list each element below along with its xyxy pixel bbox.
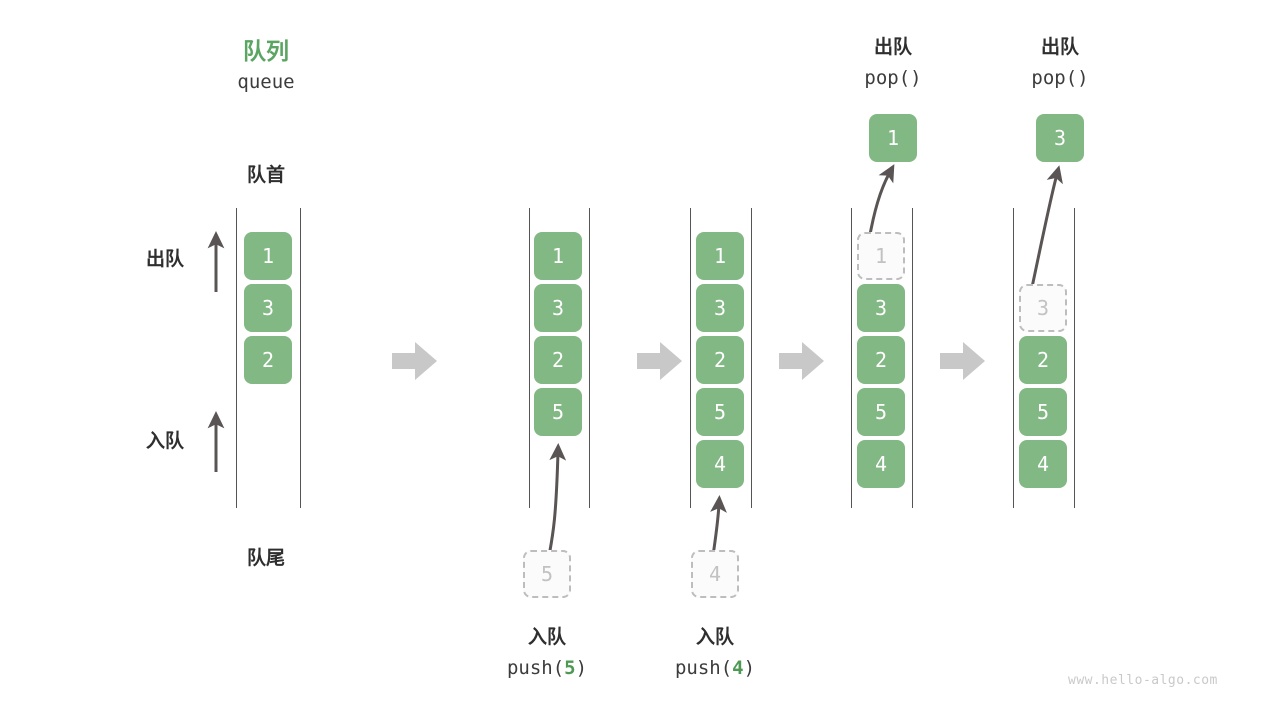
rail-left — [1013, 208, 1014, 508]
push-4-arrow — [710, 495, 727, 557]
rail-left — [236, 208, 237, 508]
tail-label: 队尾 — [246, 548, 285, 569]
page-title-cn: 队列 — [243, 38, 289, 64]
op-code-prefix: push( — [674, 657, 733, 679]
push-5-arrow — [547, 443, 567, 557]
rail-right — [912, 208, 913, 508]
rail-left — [529, 208, 530, 508]
queue-cell: 5 — [534, 388, 582, 436]
operation-label-code: push(4) — [651, 657, 779, 679]
queue-cell: 5 — [696, 388, 744, 436]
queue-cell: 2 — [857, 336, 905, 384]
queue-cell: 2 — [1019, 336, 1067, 384]
op-code-prefix: push( — [506, 657, 565, 679]
op-code-suffix: ) — [743, 657, 756, 679]
enqueue-label: 入队 — [146, 431, 185, 452]
popped-value-cell: 1 — [869, 114, 917, 162]
queue-cell: 1 — [696, 232, 744, 280]
rail-right — [300, 208, 301, 508]
head-label: 队首 — [246, 165, 285, 186]
queue-cell: 5 — [857, 388, 905, 436]
queue-cell: 4 — [696, 440, 744, 488]
operation-label-cn: 出队 — [873, 37, 912, 58]
incoming-ghost-cell: 4 — [691, 550, 739, 598]
op-code-suffix: ) — [910, 67, 922, 89]
incoming-ghost-cell: 5 — [523, 550, 571, 598]
op-code-prefix: pop( — [864, 67, 911, 89]
queue-cell: 3 — [696, 284, 744, 332]
op-code-arg: 5 — [564, 657, 576, 679]
pop-3-arrow — [1029, 165, 1063, 293]
popped-ghost-cell: 1 — [857, 232, 905, 280]
queue-cell: 1 — [534, 232, 582, 280]
operation-label-cn: 出队 — [1040, 37, 1079, 58]
rail-left — [690, 208, 691, 508]
page-title-en: queue — [237, 71, 295, 93]
queue-cell: 5 — [1019, 388, 1067, 436]
queue-cell: 1 — [244, 232, 292, 280]
step-arrow — [637, 342, 682, 380]
step-arrow — [392, 342, 437, 380]
rail-right — [751, 208, 752, 508]
op-code-suffix: ) — [1077, 67, 1089, 89]
queue-cell: 3 — [534, 284, 582, 332]
step-arrow — [940, 342, 985, 380]
queue-cell: 2 — [534, 336, 582, 384]
watermark: www.hello-algo.com — [1068, 673, 1218, 688]
popped-value-cell: 3 — [1036, 114, 1084, 162]
op-code-suffix: ) — [575, 657, 588, 679]
op-code-arg: 4 — [732, 657, 744, 679]
op-code-prefix: pop( — [1031, 67, 1078, 89]
queue-cell: 3 — [244, 284, 292, 332]
operation-label-code: pop() — [996, 67, 1124, 89]
operation-label-cn: 入队 — [527, 627, 566, 648]
rail-right — [589, 208, 590, 508]
rail-left — [851, 208, 852, 508]
step-arrow — [779, 342, 824, 380]
queue-cell: 4 — [857, 440, 905, 488]
queue-cell: 2 — [696, 336, 744, 384]
dequeue-label: 出队 — [146, 249, 185, 270]
queue-cell: 3 — [857, 284, 905, 332]
queue-cell: 2 — [244, 336, 292, 384]
popped-ghost-cell: 3 — [1019, 284, 1067, 332]
operation-label-code: push(5) — [483, 657, 611, 679]
operation-label-cn: 入队 — [695, 627, 734, 648]
operation-label-code: pop() — [829, 67, 957, 89]
pop-1-arrow — [867, 164, 895, 241]
queue-cell: 4 — [1019, 440, 1067, 488]
rail-right — [1074, 208, 1075, 508]
